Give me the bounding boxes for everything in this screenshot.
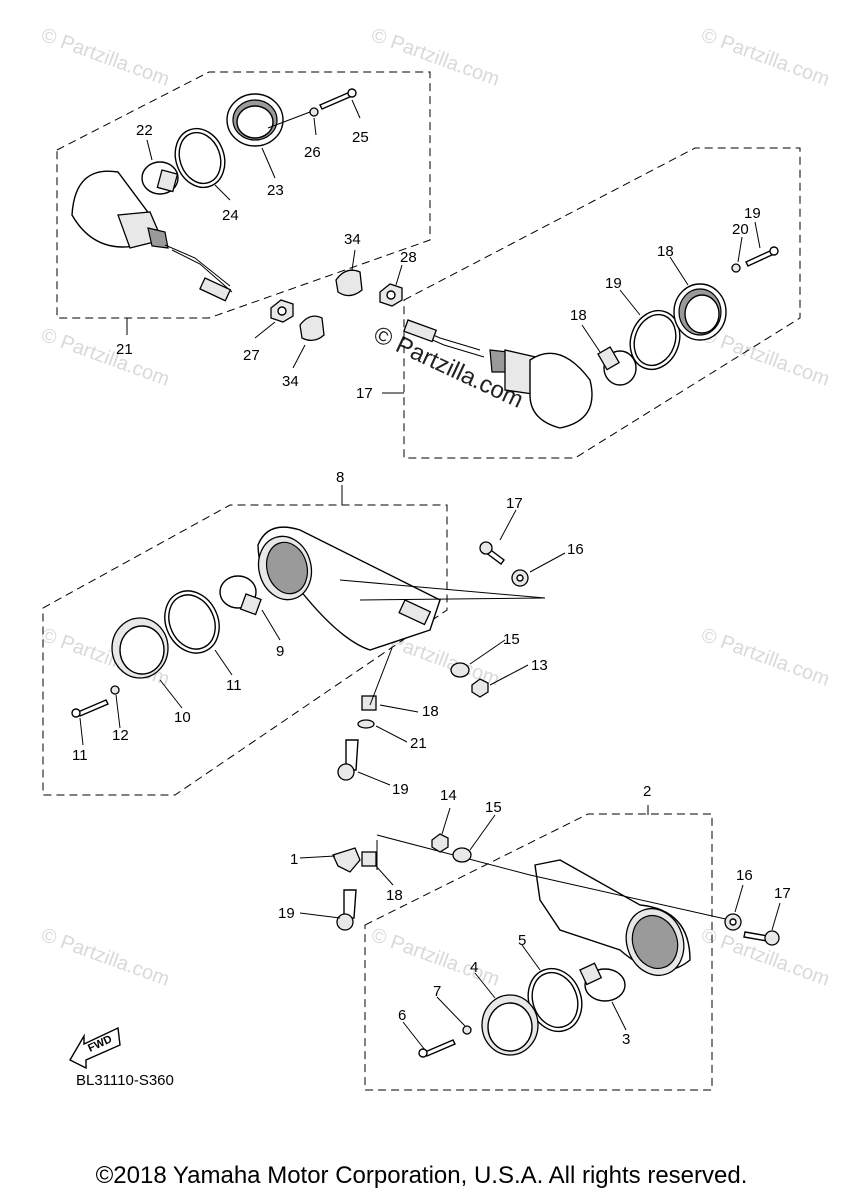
spacer-18-low	[361, 851, 377, 867]
callout: 3	[622, 1031, 630, 1048]
washer-13	[110, 685, 120, 695]
watermark: © Partzilla.com	[698, 24, 832, 91]
callout: 34	[282, 373, 299, 390]
grommet-34-left	[299, 315, 325, 342]
watermark: © Partzilla.com	[698, 924, 832, 991]
callout: 19	[278, 905, 295, 922]
callout: 17	[506, 495, 523, 512]
signal-light-assy-2	[332, 833, 780, 1058]
leader-lines	[79, 99, 781, 1051]
washer-26	[731, 263, 741, 273]
callout: 2	[643, 783, 651, 800]
watermark: © Partzilla.com	[38, 324, 172, 391]
spacer-18-mid	[361, 695, 377, 711]
screw-6	[424, 1039, 456, 1057]
callout: 1	[290, 851, 298, 868]
nut-14-mid	[471, 678, 489, 698]
callout: 21	[410, 735, 427, 752]
callout: 20	[732, 221, 749, 238]
nut-14-low	[431, 833, 449, 853]
watermark: © Partzilla.com	[698, 624, 832, 691]
callout: 9	[276, 643, 284, 660]
callout: 11	[226, 677, 242, 694]
callout: 7	[433, 983, 441, 1000]
group-8-outline	[42, 504, 448, 796]
fwd-arrow-icon: FWD	[69, 1026, 121, 1070]
callout: 25	[352, 129, 369, 146]
signal-light-assy-21	[403, 246, 779, 429]
callout: 12	[112, 727, 129, 744]
group-21-outline	[403, 147, 801, 459]
bracket-1	[332, 847, 361, 873]
group-outlines	[42, 71, 801, 1091]
callout: 15	[485, 799, 502, 816]
callout: 18	[386, 887, 403, 904]
callout: 27	[243, 347, 260, 364]
callout: 23	[267, 182, 284, 199]
callout: 19	[744, 205, 761, 222]
callout: 28	[400, 249, 417, 266]
washer-20	[357, 719, 375, 729]
grommet-34-right	[335, 269, 363, 297]
diagram-code: BL31110-S360	[76, 1072, 174, 1089]
callout: 17	[356, 385, 373, 402]
callout: 10	[174, 709, 191, 726]
signal-light-assy-8	[71, 526, 546, 781]
collar-15-mid	[450, 662, 470, 678]
washer-32	[309, 107, 319, 117]
callout: 17	[774, 885, 791, 902]
callout-numbers: 22 24 23 26 25 21 27 34 34 28 17 18 19 1…	[72, 122, 791, 1048]
washer-7	[462, 1025, 472, 1035]
watermark: © Partzilla.com	[698, 324, 832, 391]
bolt-19-low	[343, 889, 357, 919]
copyright-notice: ©2018 Yamaha Motor Corporation, U.S.A. A…	[95, 1162, 748, 1189]
group-27-outline	[56, 71, 431, 319]
watermark: © Partzilla.com	[368, 24, 502, 91]
callout: 21	[116, 341, 133, 358]
callout: 24	[222, 207, 239, 224]
nuts-grommets	[270, 269, 403, 342]
callout: 16	[736, 867, 753, 884]
callout: 11	[72, 747, 88, 764]
group-2-outline	[364, 813, 713, 1091]
watermark: © Partzilla.com	[38, 24, 172, 91]
bolt-19-mid	[345, 739, 359, 771]
callout: 6	[398, 1007, 406, 1024]
watermark: © Partzilla.com	[368, 924, 502, 991]
callout: 13	[531, 657, 548, 674]
watermark: © Partzilla.com	[38, 924, 172, 991]
screw-31	[319, 91, 353, 110]
callout: 19	[392, 781, 409, 798]
callout: 18	[570, 307, 587, 324]
callout: 18	[657, 243, 674, 260]
callout: 19	[605, 275, 622, 292]
callout: 8	[336, 469, 344, 486]
callout: 18	[422, 703, 439, 720]
callout: 14	[440, 787, 457, 804]
signal-light-assy-27	[71, 88, 357, 302]
callout: 15	[503, 631, 520, 648]
callout: 5	[518, 932, 526, 949]
callout: 34	[344, 231, 361, 248]
screw-12	[77, 699, 109, 717]
collar-15-low	[452, 847, 472, 863]
callout: 22	[136, 122, 153, 139]
callout: 16	[567, 541, 584, 558]
callout: 4	[470, 959, 478, 976]
callout: 26	[304, 144, 321, 161]
